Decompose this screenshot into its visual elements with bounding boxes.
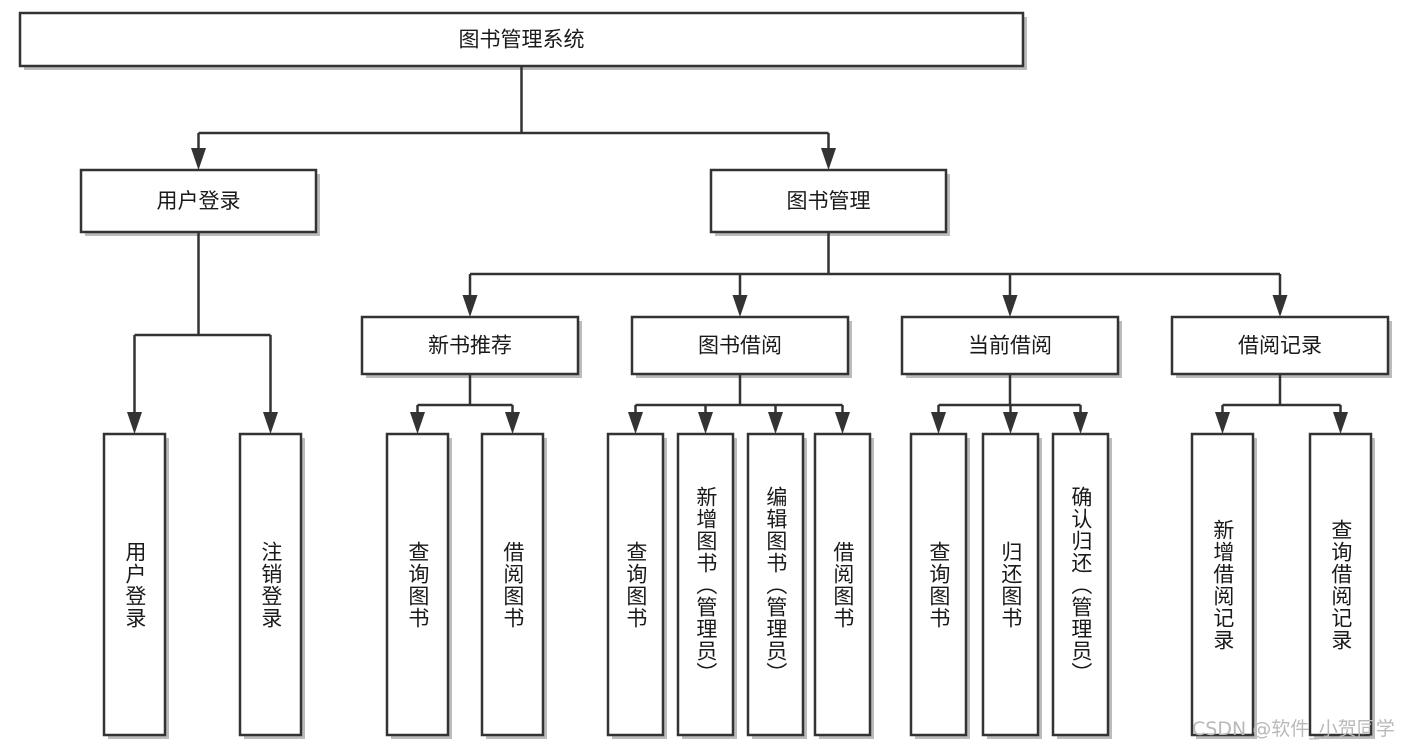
node-level3-1-label: 图书借阅 [698,334,782,358]
csdn-watermark: CSDN @软件_小贺同学 [1192,718,1395,740]
conn-bookmgmt-to-level3-2-head [1002,295,1018,317]
node-level3-1[interactable] [630,315,850,376]
conn-record-arrow-1-head [1333,412,1348,434]
node-leaf-3[interactable] [480,432,545,737]
conn-root-to-level2-1-head [821,148,836,170]
conn-current-arrow-2-head [1073,412,1088,434]
node-leaf-3-label: 借阅图书 [500,540,525,629]
node-level3-0-label: 新书推荐 [428,334,512,358]
node-leaf-5-label: 新增图书（管理员） [693,485,718,684]
conn-borrow-arrow-3-head [835,412,850,434]
node-leaf-2-label: 查询图书 [405,540,430,629]
conn-borrow-arrow-1-head [698,412,713,434]
node-leaf-7[interactable] [813,432,872,737]
node-leaf-11[interactable] [1190,432,1255,737]
box-layer [18,11,1390,737]
conn-record-arrow-0-head [1215,412,1230,434]
conn-current-arrow-1-head [1003,412,1018,434]
node-leaf-0[interactable] [102,432,167,737]
node-level2-1[interactable] [709,168,948,234]
conn-userlogin-arrow-0-head [127,412,142,434]
node-level3-2-label: 当前借阅 [968,334,1052,358]
conn-borrow-arrow-0-head [628,412,643,434]
conn-newbook-arrow-0-head [410,412,425,434]
conn-bookmgmt-to-level3-3-head [1272,295,1288,317]
conn-borrow-arrow-2-head [768,412,783,434]
node-leaf-12-label: 查询借阅记录 [1328,518,1353,651]
node-level3-3-label: 借阅记录 [1238,334,1322,358]
node-leaf-10[interactable] [1051,432,1110,737]
node-leaf-9-label: 归还图书 [998,540,1023,629]
conn-newbook-arrow-1-head [505,412,520,434]
node-level2-0-label: 用户登录 [157,189,241,213]
node-leaf-8-label: 查询图书 [926,540,951,629]
node-leaf-4[interactable] [606,432,665,737]
conn-root-to-level2-0-head [191,148,206,170]
node-level3-0[interactable] [360,315,580,376]
node-leaf-4-label: 查询图书 [623,540,648,629]
node-leaf-10-label: 确认归还（管理员） [1068,485,1093,684]
node-leaf-2[interactable] [385,432,450,737]
conn-userlogin-arrow-1-head [263,412,278,434]
node-leaf-9[interactable] [981,432,1040,737]
node-leaf-8[interactable] [909,432,968,737]
node-leaf-6-label: 编辑图书（管理员） [763,485,788,684]
node-leaf-12[interactable] [1308,432,1373,737]
node-level2-0[interactable] [79,168,318,234]
node-leaf-1-label: 注销登录 [258,540,283,629]
conn-bookmgmt-to-level3-0-head [462,295,478,317]
node-leaf-6[interactable] [746,432,805,737]
conn-current-arrow-0-head [931,412,946,434]
node-level3-3[interactable] [1170,315,1390,376]
connector-layer [127,66,1348,434]
node-leaf-5[interactable] [676,432,735,737]
node-leaf-7-label: 借阅图书 [830,540,855,629]
node-level2-1-label: 图书管理 [787,189,871,213]
node-leaf-11-label: 新增借阅记录 [1210,518,1235,651]
node-leaf-0-label: 用户登录 [122,540,147,629]
node-root-label: 图书管理系统 [459,28,585,52]
conn-bookmgmt-to-level3-1-head [732,295,748,317]
node-level3-2[interactable] [900,315,1120,376]
node-leaf-1[interactable] [238,432,303,737]
node-root[interactable] [18,11,1025,68]
